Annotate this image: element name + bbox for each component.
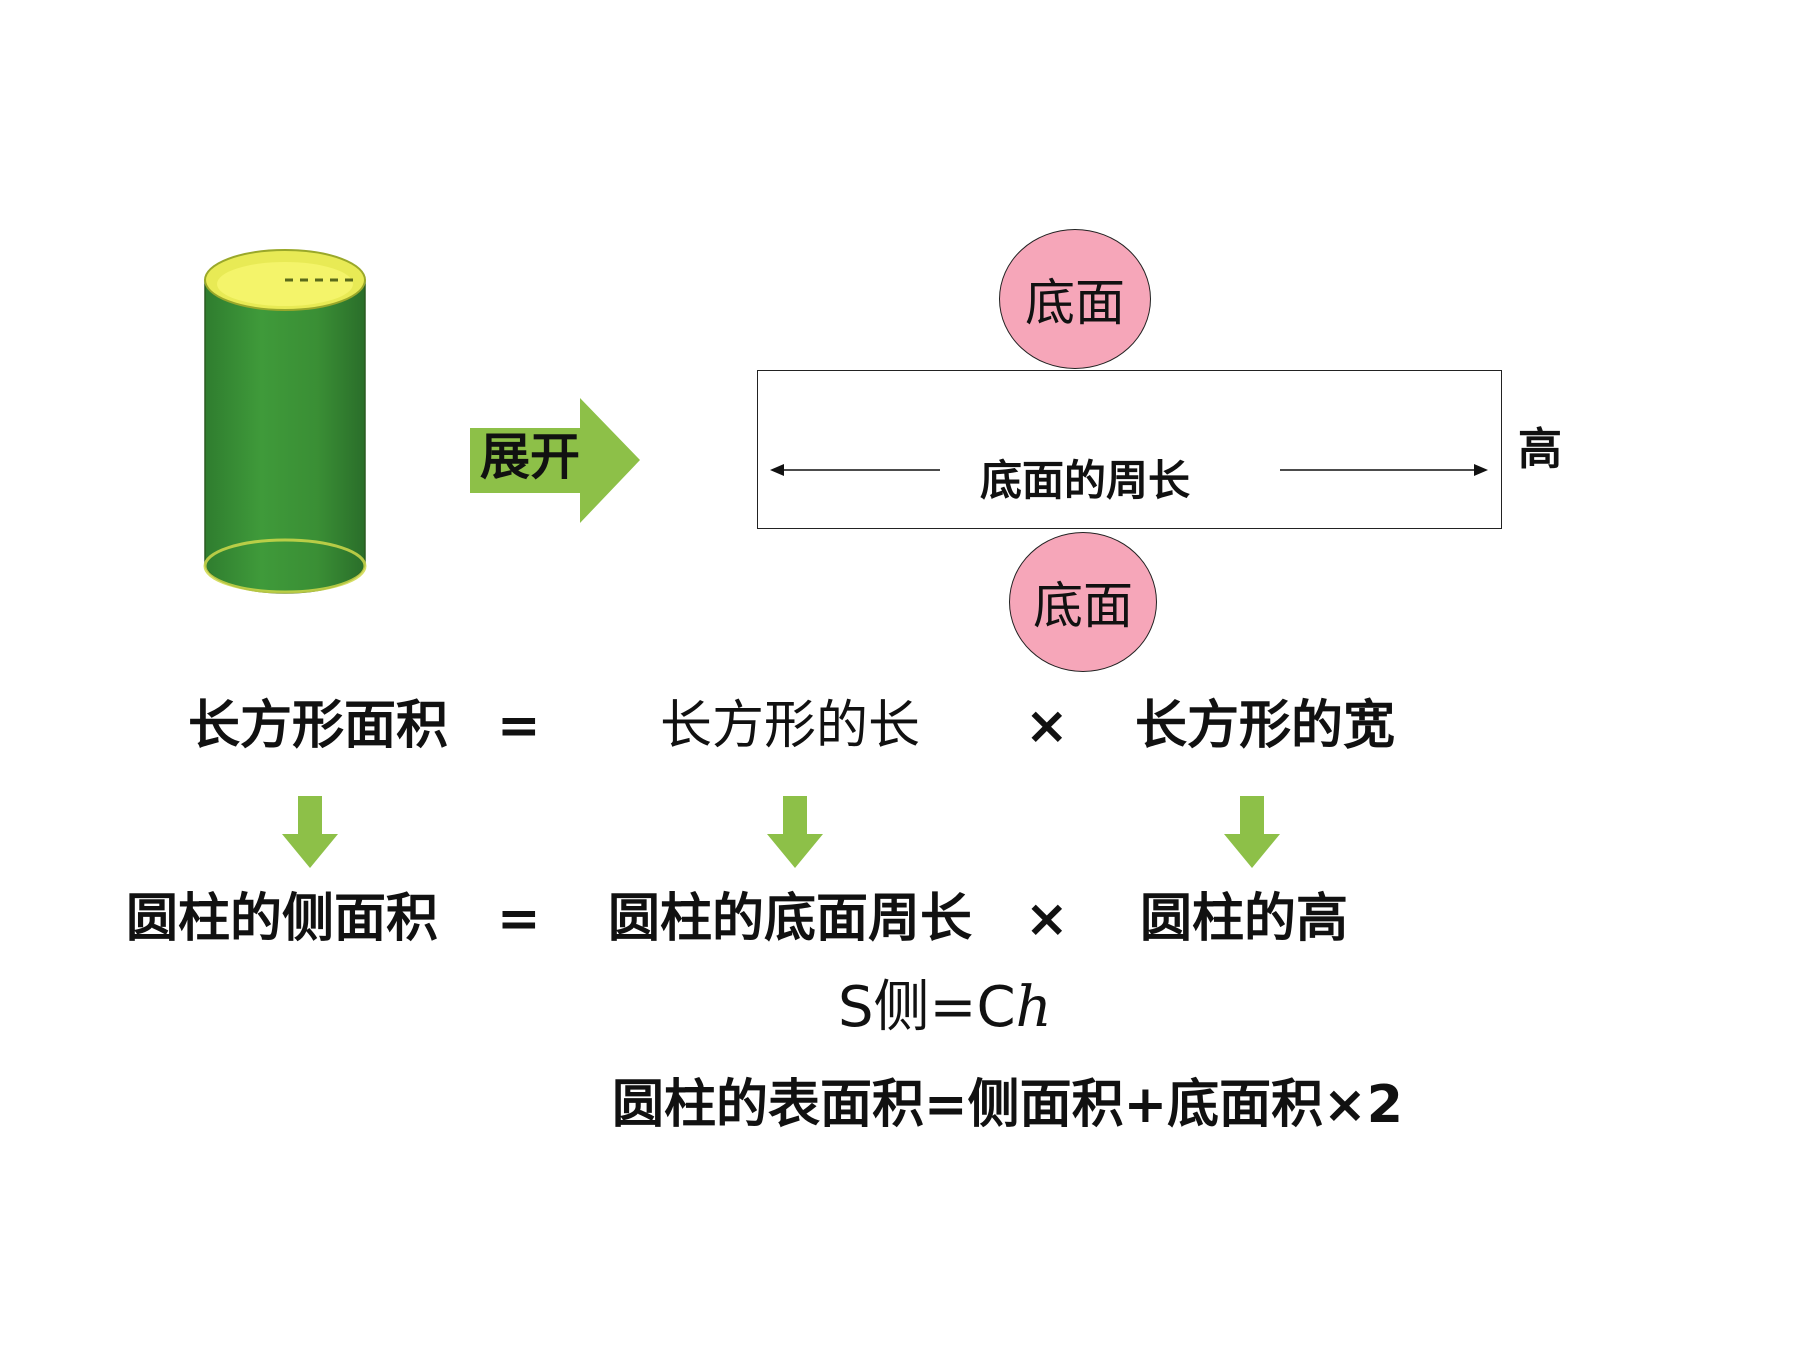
base-circle-bottom: 底面 bbox=[1009, 532, 1157, 672]
expand-arrow-icon bbox=[470, 398, 640, 523]
row2-times: × bbox=[1025, 889, 1069, 949]
arrow-left-icon bbox=[770, 464, 784, 476]
expand-label: 展开 bbox=[480, 428, 580, 486]
arrow-right-icon bbox=[1474, 464, 1488, 476]
row1-equals: = bbox=[497, 696, 541, 756]
formula-h: h bbox=[1015, 975, 1052, 1040]
height-label: 高 bbox=[1518, 424, 1562, 475]
down-arrow-icon bbox=[1224, 796, 1280, 868]
lateral-area-formula: S侧=Ch bbox=[838, 980, 1052, 1036]
rect-length-label: 长方形的长 bbox=[660, 696, 921, 756]
circumference-arrows bbox=[770, 464, 1488, 476]
rect-width-label: 长方形的宽 bbox=[1135, 696, 1396, 756]
row1-times: × bbox=[1025, 696, 1069, 756]
base-circumference-label: 圆柱的底面周长 bbox=[608, 889, 973, 949]
row2-equals: = bbox=[497, 889, 541, 949]
base-circle-top: 底面 bbox=[999, 229, 1151, 369]
lateral-surface-rectangle bbox=[757, 370, 1502, 529]
formula-prefix: S侧=C bbox=[838, 975, 1016, 1040]
cylinder-height-label: 圆柱的高 bbox=[1140, 889, 1349, 949]
down-arrow-icon bbox=[282, 796, 338, 868]
circumference-label: 底面的周长 bbox=[980, 456, 1191, 505]
lateral-area-label: 圆柱的侧面积 bbox=[126, 889, 439, 949]
cylinder-illustration bbox=[203, 249, 367, 594]
rect-area-label: 长方形面积 bbox=[188, 696, 449, 756]
surface-area-formula: 圆柱的表面积=侧面积+底面积×2 bbox=[612, 1075, 1403, 1135]
down-arrow-icon bbox=[767, 796, 823, 868]
